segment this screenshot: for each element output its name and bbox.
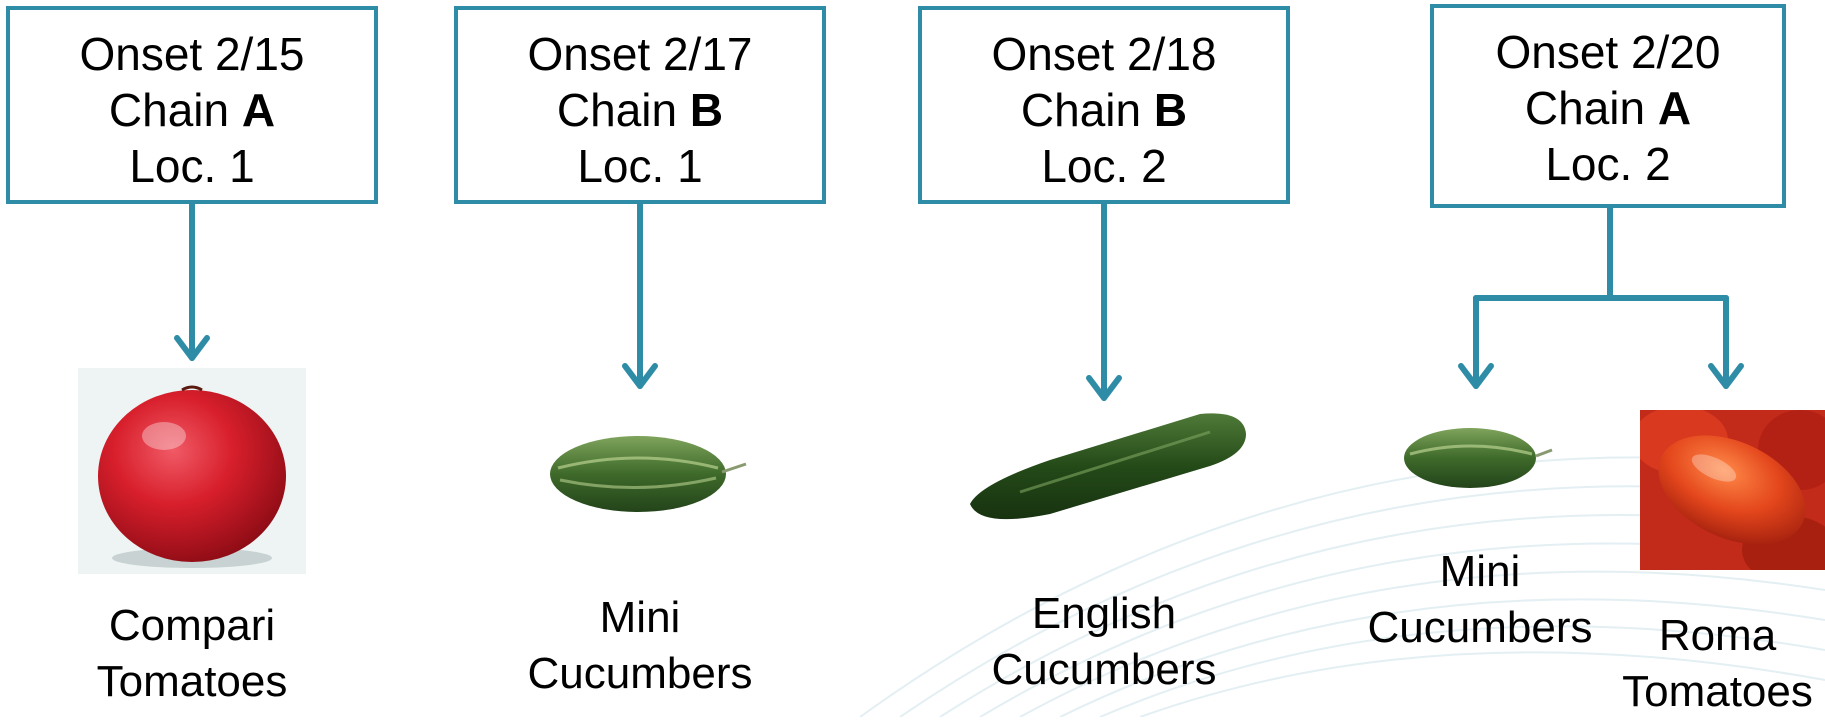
red-tomato-image — [78, 368, 306, 574]
onset-label: Onset 2/17 — [527, 28, 753, 80]
product-caption-3: English Cucumbers — [991, 589, 1217, 694]
chain-id: B — [689, 84, 724, 136]
location-label: Loc. 2 — [1545, 138, 1671, 190]
onset-box-4: Onset 2/20 Chain A Loc. 2 — [1430, 4, 1786, 208]
product-caption-5: Roma Tomatoes — [1622, 611, 1813, 716]
chain-label: Chain B — [1020, 84, 1188, 136]
onset-box-2: Onset 2/17 Chain B Loc. 1 — [454, 6, 826, 204]
location-label: Loc. 1 — [577, 140, 703, 192]
chain-label: Chain A — [108, 84, 276, 136]
mini-cucumber-image-2 — [1404, 428, 1553, 488]
roma-tomatoes-image — [1640, 410, 1825, 570]
onset-label: Onset 2/20 — [1495, 26, 1721, 78]
onset-label: Onset 2/18 — [991, 28, 1217, 80]
product-caption-4: Mini Cucumbers — [1367, 547, 1593, 652]
arrow-2 — [622, 197, 658, 389]
chain-label: Chain A — [1524, 82, 1692, 134]
onset-label: Onset 2/15 — [79, 28, 305, 80]
product-caption-2: Mini Cucumbers — [527, 593, 753, 698]
arrow-4-branch — [1458, 203, 1744, 389]
mini-cucumber-image — [550, 436, 747, 512]
chain-id: A — [1657, 82, 1692, 134]
chain-label: Chain B — [556, 84, 724, 136]
chain-id: A — [241, 84, 276, 136]
english-cucumber-image — [970, 413, 1246, 520]
location-label: Loc. 1 — [129, 140, 255, 192]
arrow-3 — [1086, 197, 1122, 401]
location-label: Loc. 2 — [1041, 140, 1167, 192]
onset-box-3: Onset 2/18 Chain B Loc. 2 — [918, 6, 1290, 204]
arrow-1 — [174, 197, 210, 361]
onset-box-1: Onset 2/15 Chain A Loc. 1 — [6, 6, 378, 204]
chain-id: B — [1153, 84, 1188, 136]
product-caption-1: Compari Tomatoes — [96, 601, 288, 706]
